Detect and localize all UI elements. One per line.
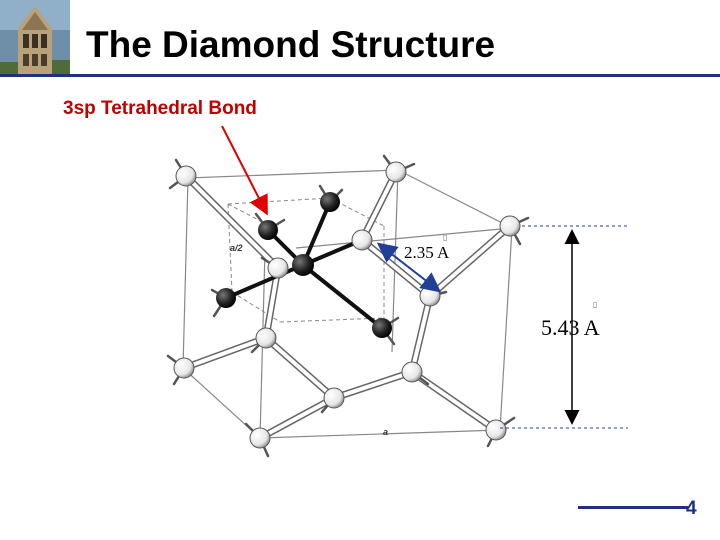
atom-face bbox=[351, 229, 373, 251]
atom-corner bbox=[175, 165, 197, 187]
atom-center bbox=[292, 254, 314, 276]
lattice-constant-label: 5.43 A bbox=[541, 315, 600, 340]
bond-length-label: 2.35 A bbox=[404, 243, 450, 262]
tetrahedral-bond-callout: 3sp Tetrahedral Bond bbox=[63, 98, 257, 119]
atom-corner bbox=[173, 357, 195, 379]
atom-neighbor bbox=[216, 288, 236, 308]
title-underline bbox=[0, 74, 720, 77]
atom-neighbor bbox=[258, 220, 278, 240]
atom-corner bbox=[385, 161, 407, 183]
half-cell-label: a/2 bbox=[230, 243, 243, 253]
white-atoms bbox=[173, 161, 521, 449]
atom-corner bbox=[499, 215, 521, 237]
footer-line bbox=[578, 506, 688, 509]
atom-face bbox=[401, 361, 423, 383]
atom-corner bbox=[249, 427, 271, 449]
bell-tower-logo-icon bbox=[0, 0, 70, 76]
atom-neighbor bbox=[372, 318, 392, 338]
page-title: The Diamond Structure bbox=[86, 24, 496, 65]
atom-face bbox=[267, 257, 289, 279]
cell-edge-label: a bbox=[383, 427, 389, 437]
bond-length-arrow bbox=[376, 242, 442, 293]
lattice-dimension bbox=[500, 225, 628, 429]
atom-neighbor bbox=[320, 192, 340, 212]
callout-arrow bbox=[221, 125, 268, 216]
atom-interior bbox=[323, 387, 345, 409]
atom-face bbox=[255, 327, 277, 349]
angstrom-mark: ▯ bbox=[443, 233, 448, 242]
dark-atoms bbox=[216, 192, 392, 338]
page-number: 4 bbox=[686, 498, 697, 519]
angstrom-mark: ▯ bbox=[593, 300, 598, 309]
atom-corner bbox=[485, 419, 507, 441]
